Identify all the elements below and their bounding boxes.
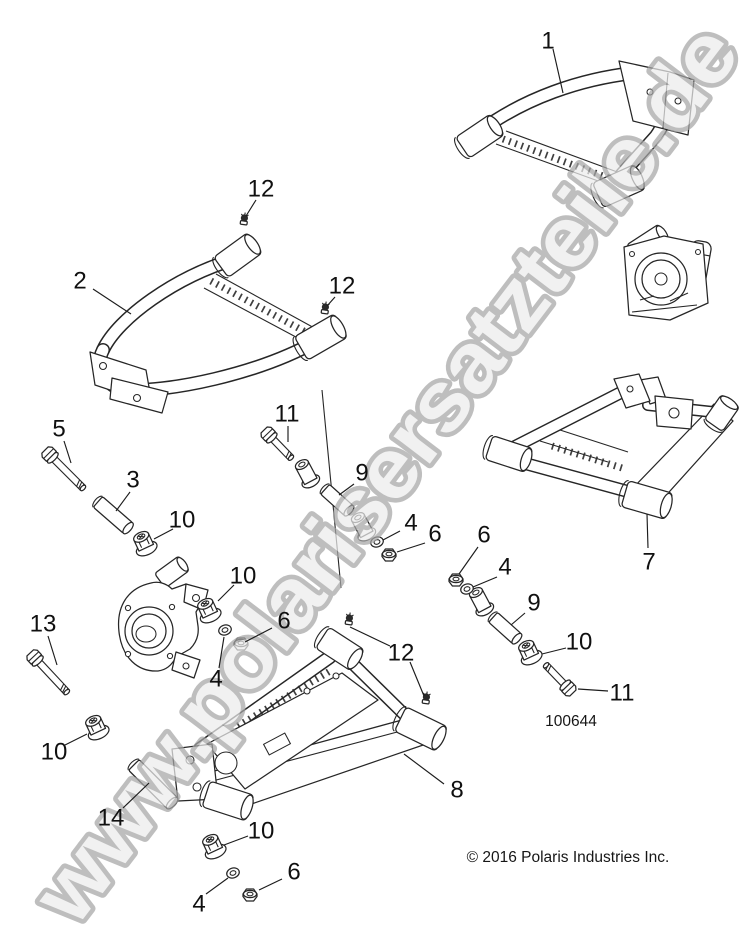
callout-6: 6: [287, 859, 300, 886]
spacer-9: [485, 609, 525, 647]
grease-fitting-12: [320, 300, 331, 315]
figure-number: 100644: [545, 713, 597, 730]
callout-3: 3: [126, 467, 139, 494]
callout-4: 4: [192, 891, 205, 918]
callout-6: 6: [428, 521, 441, 548]
bearing-carrier-left: [117, 556, 209, 679]
hex-nut-6: [448, 573, 464, 587]
leader-line-2: [92, 288, 132, 315]
callout-10: 10: [230, 563, 257, 590]
leader-line-4: [382, 530, 401, 541]
callout-4: 4: [209, 666, 222, 693]
leader-line-6: [396, 542, 426, 553]
callout-7: 7: [642, 549, 655, 576]
leader-line-12: [326, 296, 336, 307]
callout-13: 13: [30, 611, 57, 638]
leader-line-3: [115, 491, 131, 512]
leader-line-10: [223, 835, 249, 846]
exploded-parts: [24, 60, 742, 902]
callout-2: 2: [73, 268, 86, 295]
callout-12: 12: [248, 176, 275, 203]
callout-10: 10: [169, 507, 196, 534]
spacer-3: [90, 493, 136, 537]
callout-10: 10: [41, 739, 68, 766]
leader-line-9: [510, 612, 526, 626]
hex-nut-6: [242, 888, 258, 902]
flange-nut-10: [128, 527, 160, 560]
callout-12: 12: [329, 273, 356, 300]
callout-9: 9: [355, 460, 368, 487]
grease-fitting-12: [344, 611, 355, 626]
flange-nut-10: [80, 711, 112, 744]
leader-line-12: [409, 661, 425, 697]
leader-line-14: [122, 782, 150, 809]
part-8-rear-control-arm: [171, 623, 451, 823]
leader-line-10: [153, 528, 174, 540]
leader-line-4: [205, 877, 229, 895]
callout-10: 10: [248, 818, 275, 845]
leader-line-12: [349, 626, 391, 647]
leader-line-10: [217, 584, 235, 602]
bearing-carrier-right: [623, 224, 712, 321]
callout-9: 9: [527, 590, 540, 617]
bolt-11: [258, 424, 298, 465]
bolt-13: [24, 647, 74, 699]
leader-line-10: [541, 647, 567, 655]
copyright-notice: © 2016 Polaris Industries Inc.: [467, 849, 670, 866]
callout-11: 11: [610, 680, 635, 707]
leader-line-13: [47, 635, 58, 666]
leader-line-4: [472, 576, 498, 588]
leader-line-5: [63, 440, 72, 464]
leader-line-6: [258, 878, 283, 891]
callout-8: 8: [450, 777, 463, 804]
leader-line-6: [458, 546, 479, 575]
callout-10: 10: [566, 629, 593, 656]
bolt-5: [39, 444, 90, 495]
callout-14: 14: [98, 805, 125, 832]
leader-line-12: [245, 199, 257, 217]
callout-4: 4: [498, 554, 511, 581]
leader-line-10: [64, 733, 88, 746]
flange-nut-10: [197, 830, 229, 863]
callout-6: 6: [277, 608, 290, 635]
leader-line-6: [244, 627, 273, 643]
leader-line-9: [338, 483, 355, 496]
bolt-11: [539, 658, 579, 699]
leader-line-4: [218, 636, 225, 669]
leader-line-1: [552, 48, 564, 94]
callout-1: 1: [541, 28, 554, 55]
watermark-text: www.polarisersatzteile.de: [14, 7, 752, 938]
callout-5: 5: [52, 416, 65, 443]
leader-line-8: [403, 753, 445, 785]
callout-12: 12: [388, 640, 415, 667]
part-2-upper-control-arm: [89, 230, 351, 414]
callout-6: 6: [477, 522, 490, 549]
leader-line-7: [646, 513, 649, 549]
callout-4: 4: [404, 510, 417, 537]
part-7-rear-control-arm: [479, 373, 742, 521]
part-1-upper-control-arm: [450, 60, 695, 211]
callout-11: 11: [275, 401, 300, 428]
leader-line-11: [577, 688, 609, 692]
